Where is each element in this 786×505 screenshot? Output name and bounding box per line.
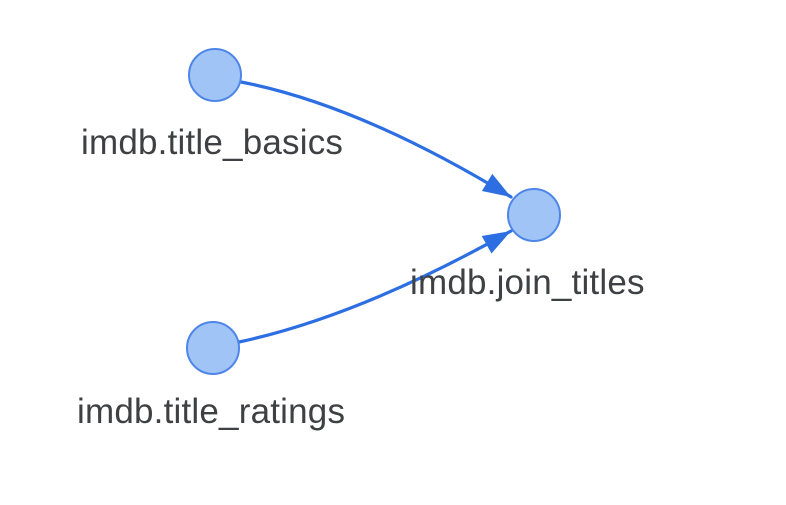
node-imdb-join-titles[interactable]	[507, 188, 561, 242]
edge-title-basics-to-join-titles	[239, 80, 513, 199]
node-label-imdb-join-titles: imdb.join_titles	[410, 263, 645, 302]
node-label-imdb-title-basics: imdb.title_basics	[81, 123, 344, 162]
node-imdb-title-basics[interactable]	[188, 48, 242, 102]
node-label-imdb-title-ratings: imdb.title_ratings	[77, 392, 346, 431]
edge-title-ratings-to-join-titles	[237, 229, 513, 344]
node-imdb-title-ratings[interactable]	[186, 321, 240, 375]
